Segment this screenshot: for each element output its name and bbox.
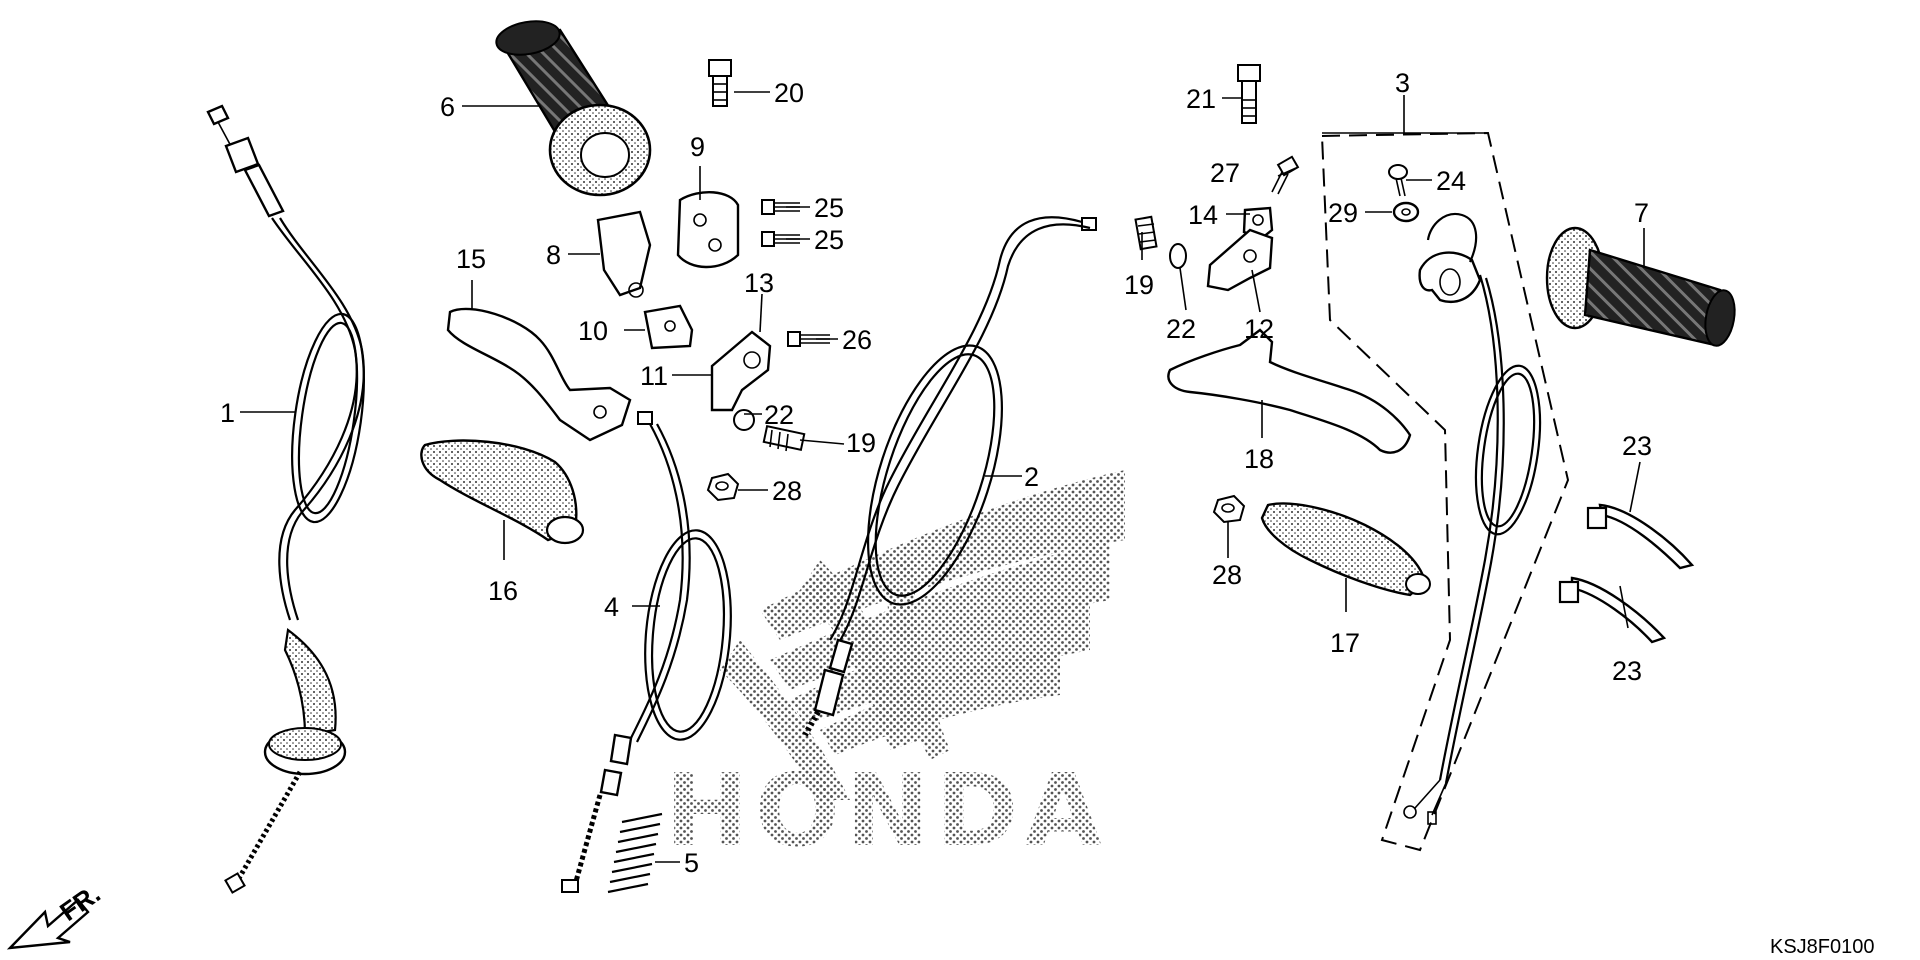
leader-lines [240, 91, 1645, 863]
callout-29: 29 [1328, 198, 1358, 228]
callout-14: 14 [1188, 200, 1218, 230]
part-26-screw [787, 331, 830, 347]
callout-1: 1 [220, 398, 235, 428]
callouts: 1 2 3 4 5 6 7 8 9 10 11 12 13 14 15 16 1… [220, 68, 1652, 878]
callout-19-left: 19 [846, 428, 876, 458]
callout-27: 27 [1210, 158, 1240, 188]
diagram-code: KSJ8F0100 [1770, 936, 1875, 958]
honda-watermark-text: HONDA [665, 752, 1108, 869]
part-7-grip [1545, 226, 1736, 347]
front-direction-arrow: FR. [6, 878, 106, 950]
callout-12: 12 [1244, 314, 1274, 344]
callout-7: 7 [1634, 198, 1649, 228]
part-28-nut-left [706, 472, 740, 502]
part-29-washer [1392, 201, 1420, 223]
callout-19-right: 19 [1124, 270, 1154, 300]
part-15-clutch-lever [446, 307, 632, 442]
callout-21: 21 [1186, 84, 1216, 114]
part-17-lever-cover [1260, 502, 1431, 597]
part-6-throttle-grip [495, 20, 652, 197]
part-19-adjuster-left [762, 425, 806, 452]
part-27-screw [1271, 155, 1300, 195]
callout-28-right: 28 [1212, 560, 1242, 590]
callout-26: 26 [842, 325, 872, 355]
part-16-lever-cover [420, 439, 585, 545]
callout-9: 9 [690, 132, 705, 162]
part-9-switch-housing [676, 191, 740, 269]
part-24-screw [1388, 164, 1408, 197]
callout-25-upper: 25 [814, 193, 844, 223]
callout-15: 15 [456, 244, 486, 274]
part-5-spring [607, 812, 663, 894]
callout-13: 13 [744, 268, 774, 298]
part-3-switch-assembly [1320, 131, 1570, 852]
callout-4: 4 [604, 592, 619, 622]
callout-16: 16 [488, 576, 518, 606]
callout-28-left: 28 [772, 476, 802, 506]
callout-22-left: 22 [764, 400, 794, 430]
callout-6: 6 [440, 92, 455, 122]
part-12-lever-holder [1206, 228, 1274, 292]
part-23-band-upper [1586, 503, 1695, 570]
part-10-clamp [643, 304, 694, 350]
callout-24: 24 [1436, 166, 1466, 196]
callout-8: 8 [546, 240, 561, 270]
callout-10: 10 [578, 316, 608, 346]
part-28-nut-right [1212, 494, 1246, 524]
part-20-bolt [708, 59, 732, 107]
callout-22-right: 22 [1166, 314, 1196, 344]
part-19-adjuster-right [1134, 215, 1158, 251]
part-18-brake-lever [1167, 328, 1412, 454]
callout-17: 17 [1330, 628, 1360, 658]
callout-11: 11 [640, 361, 668, 391]
part-11-lever-bracket [710, 330, 772, 412]
honda-wing-watermark [720, 470, 1125, 800]
callout-25-lower: 25 [814, 225, 844, 255]
callout-23-upper: 23 [1622, 431, 1652, 461]
part-22-washer-left [733, 409, 755, 431]
callout-5: 5 [684, 848, 699, 878]
callout-18: 18 [1244, 444, 1274, 474]
part-2-cable [802, 216, 1097, 737]
part-21-bolt [1237, 64, 1261, 124]
part-8-housing [596, 210, 652, 298]
callout-2: 2 [1024, 462, 1039, 492]
callout-20: 20 [774, 78, 804, 108]
part-4-clutch-cable [561, 411, 732, 893]
part-1-throttle-cable [206, 104, 365, 894]
callout-3: 3 [1395, 68, 1410, 98]
part-23-band-lower [1558, 576, 1667, 644]
part-22-washer-right [1169, 243, 1187, 269]
callout-23-lower: 23 [1612, 656, 1642, 686]
